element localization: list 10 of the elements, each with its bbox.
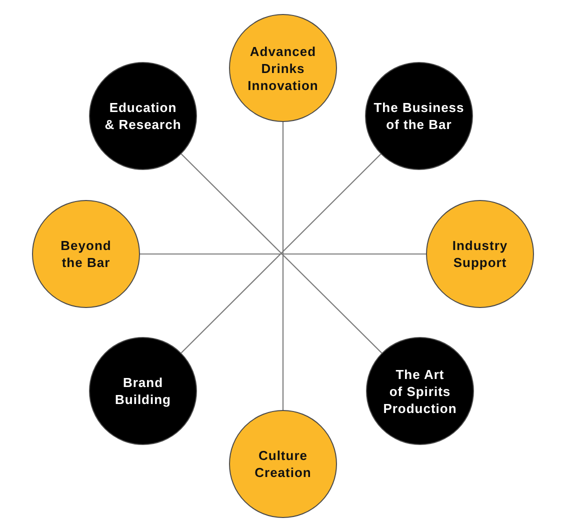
topic-label: Culture Creation — [254, 447, 312, 481]
topic-label: Advanced Drinks Innovation — [248, 42, 318, 94]
topic-label: The Business of the Bar — [374, 99, 464, 133]
topic-label: Industry Support — [452, 237, 508, 271]
connector-line — [140, 253, 426, 255]
topic-label: Beyond the Bar — [60, 237, 112, 271]
connector-line — [282, 122, 284, 410]
topic-label: Education & Research — [104, 99, 182, 133]
topic-label: Brand Building — [115, 374, 171, 408]
topic-label: The Art of Spirits Production — [383, 366, 457, 416]
